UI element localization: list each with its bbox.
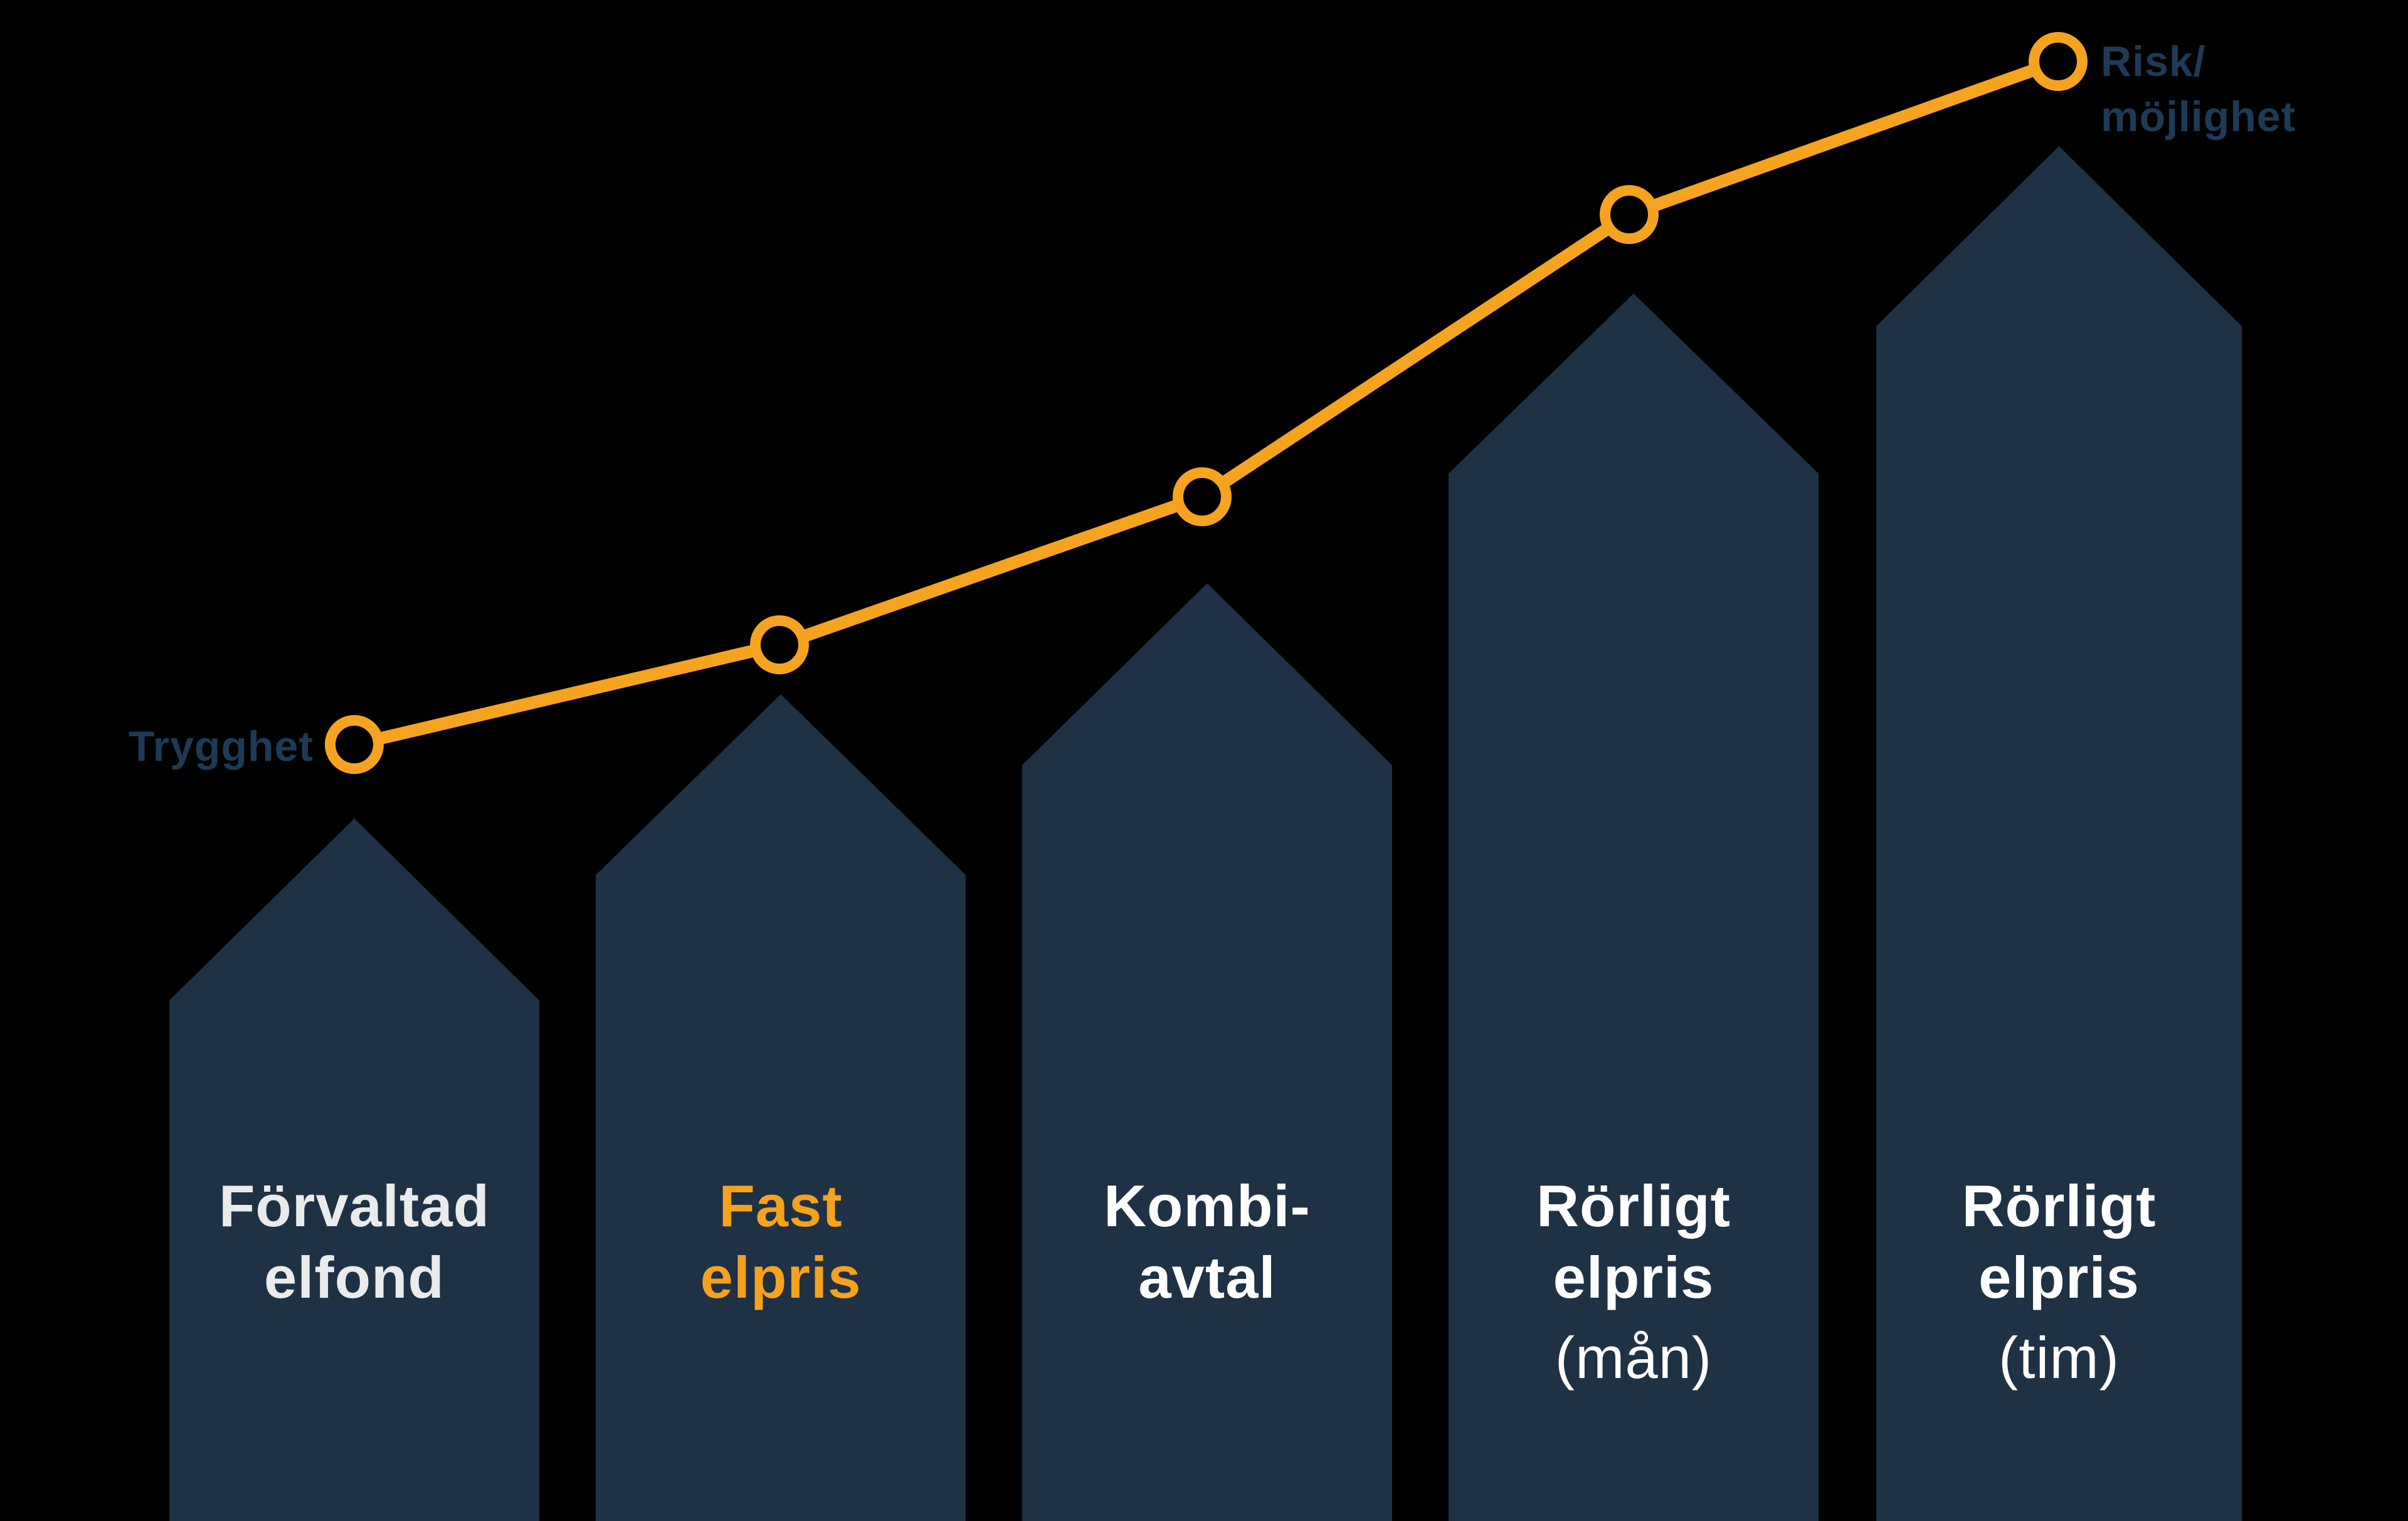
bar-shape-3 xyxy=(1449,294,1819,1521)
bar-label-line: Fast xyxy=(719,1173,843,1239)
bar-label-line: (tim) xyxy=(1999,1325,2120,1391)
risk-label-line1: Risk/ xyxy=(2101,38,2206,85)
bar-shape-0 xyxy=(169,819,539,1521)
bar-label-line: avtal xyxy=(1138,1244,1276,1310)
bar-label-line: Rörligt xyxy=(1962,1173,2157,1239)
line-marker-1 xyxy=(750,615,809,674)
bar-label-line: elfond xyxy=(264,1244,445,1310)
risk-mojlighet-label: Risk/ möjlighet xyxy=(2101,34,2296,144)
bar-label-line: Rörligt xyxy=(1536,1173,1731,1239)
bar-label-line: elpris xyxy=(700,1244,862,1310)
trygghet-label: Trygghet xyxy=(128,723,314,770)
bar-label-line: elpris xyxy=(1553,1244,1714,1310)
bar-label-line: elpris xyxy=(1978,1244,2140,1310)
bar-label-line: Kombi- xyxy=(1104,1173,1311,1239)
risk-label-line2: möjlighet xyxy=(2101,93,2296,140)
line-marker-4 xyxy=(2029,32,2088,91)
bar-label-line: (mån) xyxy=(1555,1325,1713,1391)
line-marker-2 xyxy=(1173,467,1232,526)
bar-shape-1 xyxy=(596,694,966,1521)
bar-label-line: Förvaltad xyxy=(218,1173,490,1239)
bar-shape-4 xyxy=(1876,146,2242,1521)
bar-shape-2 xyxy=(1022,583,1392,1521)
line-marker-0 xyxy=(325,715,384,774)
line-marker-3 xyxy=(1600,185,1659,244)
bar-label-2: Kombi-avtal xyxy=(1104,1170,1311,1313)
